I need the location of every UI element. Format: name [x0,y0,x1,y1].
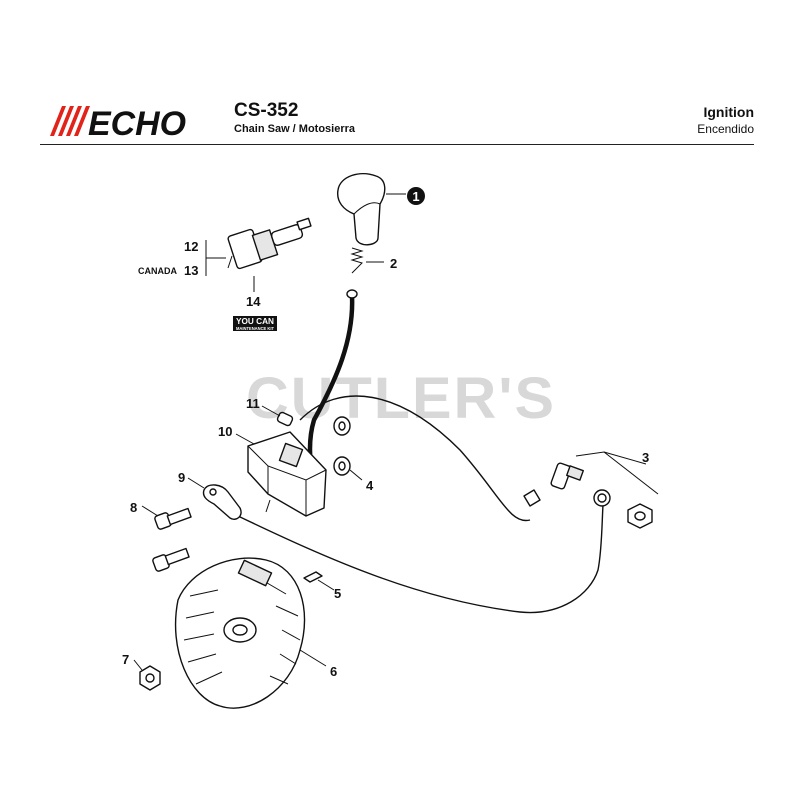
spacer-lower-hole [338,461,346,471]
callout-5: 5 [334,586,341,601]
stop-wire [299,395,531,522]
flywheel-nut [139,665,161,691]
spring-terminal [350,247,364,274]
callout-2: 2 [390,256,397,271]
callout-3: 3 [642,450,649,465]
callout-1: 1 [412,189,419,204]
callout-7: 7 [122,652,129,667]
callout-8: 8 [130,500,137,515]
ground-ring [593,489,611,507]
leader-11 [261,405,281,417]
leader-10 [235,433,255,445]
logo-stripes [50,106,90,136]
callout-6: 6 [330,664,337,679]
maintenance-kit-badge: YOU CAN MAINTENANCE KIT [233,316,277,331]
callout-13: 13 [184,263,198,278]
callout-4: 4 [366,478,374,493]
leader-5 [317,579,335,591]
callout-12: 12 [184,239,198,254]
leader-12-13 [205,240,226,276]
section-title: Ignition [703,104,754,120]
kit-badge-bottom: MAINTENANCE KIT [236,326,274,331]
bolt-upper [154,507,192,530]
callout-11: 11 [246,396,260,411]
callout-14: 14 [246,294,261,309]
callout-10: 10 [218,424,232,439]
leader-8 [141,505,159,517]
page-header: ECHO CS-352 Chain Saw / Motosierra Ignit… [40,98,760,144]
flywheel [174,557,306,709]
leader-3 [575,451,659,495]
callout-9: 9 [178,470,185,485]
switch-nut [627,503,653,529]
watermark: CUTLER'S [246,366,556,431]
leader-6 [299,649,327,667]
stop-switch [523,462,584,507]
coil-terminal [276,411,294,427]
leader-9 [187,477,205,489]
product-subtitle: Chain Saw / Motosierra [234,123,356,135]
logo-wordmark: ECHO [88,105,186,138]
header-rule [40,144,754,145]
section-subtitle: Encendido [697,122,754,136]
echo-logo: ECHO [50,105,186,138]
model-number: CS-352 [234,100,299,121]
spark-plug-boot [337,172,386,246]
bolt-lower [152,547,190,572]
flywheel-key [303,571,323,583]
kit-badge-top: YOU CAN [236,317,274,326]
spark-plug [227,217,312,270]
callout-13-prefix: CANADA [138,266,177,276]
callout-1-circle [407,187,425,205]
ground-terminal [202,484,242,520]
lead-end [346,289,358,299]
spacer-upper-hole [338,421,346,431]
ignition-coil [247,431,327,517]
ground-wire [237,504,604,614]
leader-4 [349,469,363,481]
leader-7 [133,659,143,671]
